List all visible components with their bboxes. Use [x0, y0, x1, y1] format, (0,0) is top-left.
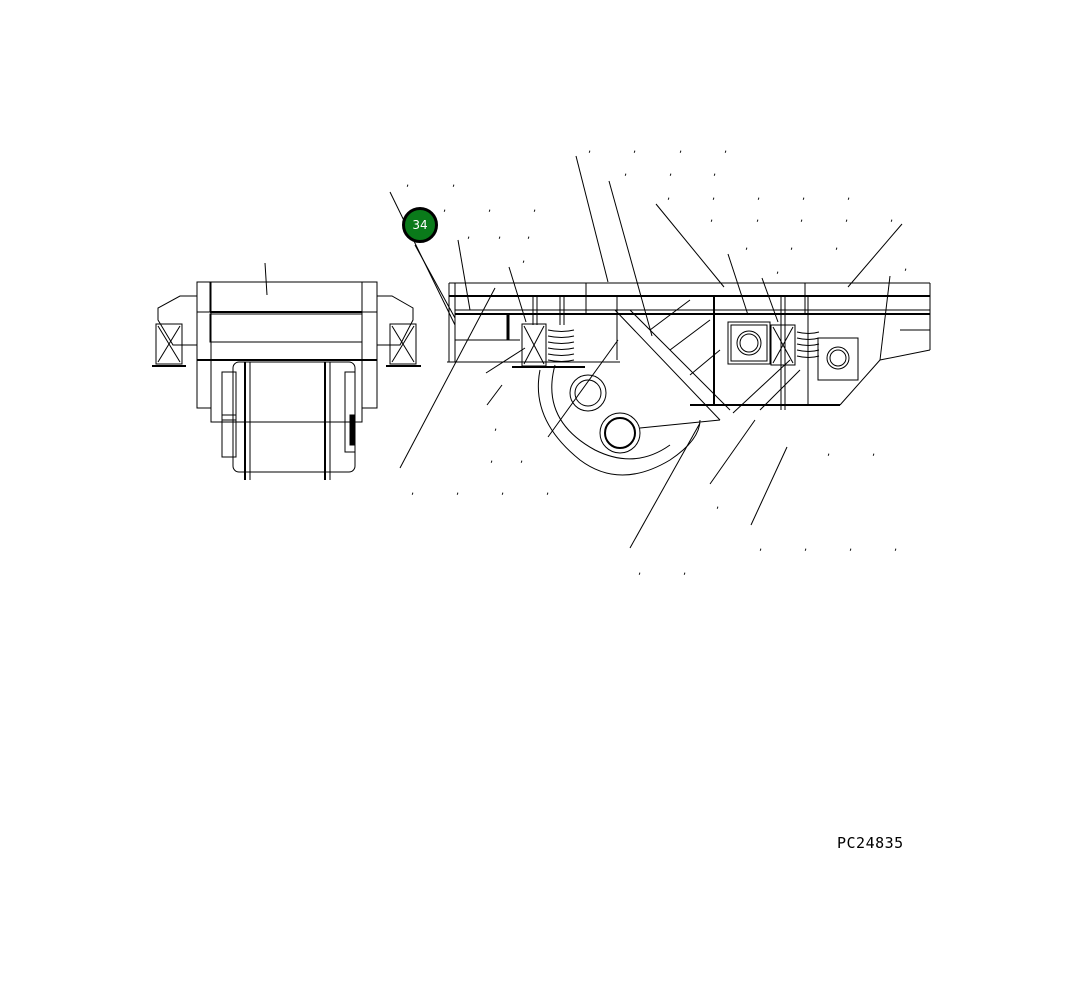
- svg-text:,: ,: [790, 241, 793, 252]
- svg-text:,: ,: [724, 144, 727, 155]
- svg-text:,: ,: [494, 422, 497, 433]
- svg-text:,: ,: [411, 486, 414, 497]
- callout-34[interactable]: 34: [402, 207, 438, 243]
- svg-text:,: ,: [890, 213, 893, 224]
- svg-text:,: ,: [776, 265, 779, 276]
- svg-text:,: ,: [802, 191, 805, 202]
- svg-text:,: ,: [683, 566, 686, 577]
- svg-text:,: ,: [456, 486, 459, 497]
- svg-text:,: ,: [443, 203, 446, 214]
- svg-text:,: ,: [406, 178, 409, 189]
- svg-text:,: ,: [712, 191, 715, 202]
- svg-text:,: ,: [713, 167, 716, 178]
- svg-text:,: ,: [546, 486, 549, 497]
- svg-text:,: ,: [498, 230, 501, 241]
- svg-text:,: ,: [633, 144, 636, 155]
- svg-text:,: ,: [759, 542, 762, 553]
- svg-text:,: ,: [710, 213, 713, 224]
- svg-text:,: ,: [757, 191, 760, 202]
- svg-text:,: ,: [624, 167, 627, 178]
- svg-text:,: ,: [501, 486, 504, 497]
- svg-text:,: ,: [669, 167, 672, 178]
- reference-markers: ,,,, ,,, ,, ,,,,, ,,, ,,,,, ,,, ,,, , ,,…: [406, 144, 907, 577]
- svg-text:,: ,: [588, 144, 591, 155]
- callout-label: 34: [412, 218, 428, 232]
- svg-text:,: ,: [872, 447, 875, 458]
- svg-text:,: ,: [522, 254, 525, 265]
- svg-text:,: ,: [467, 230, 470, 241]
- svg-text:,: ,: [756, 213, 759, 224]
- svg-text:,: ,: [533, 203, 536, 214]
- svg-text:,: ,: [527, 230, 530, 241]
- svg-text:,: ,: [904, 262, 907, 273]
- svg-text:,: ,: [638, 566, 641, 577]
- svg-text:,: ,: [488, 203, 491, 214]
- end-view: [152, 262, 421, 480]
- svg-text:,: ,: [745, 241, 748, 252]
- svg-text:,: ,: [520, 454, 523, 465]
- svg-text:,: ,: [800, 213, 803, 224]
- svg-text:,: ,: [827, 447, 830, 458]
- leader-lines: [389, 155, 903, 549]
- svg-text:,: ,: [716, 500, 719, 511]
- side-view: [447, 282, 931, 476]
- svg-text:,: ,: [490, 454, 493, 465]
- svg-text:,: ,: [845, 213, 848, 224]
- drawing-id-label: PC24835: [837, 834, 904, 852]
- svg-text:,: ,: [894, 542, 897, 553]
- svg-text:,: ,: [835, 241, 838, 252]
- svg-text:,: ,: [804, 542, 807, 553]
- svg-text:,: ,: [679, 144, 682, 155]
- svg-text:,: ,: [847, 191, 850, 202]
- svg-text:,: ,: [667, 191, 670, 202]
- svg-text:,: ,: [452, 178, 455, 189]
- svg-text:,: ,: [849, 542, 852, 553]
